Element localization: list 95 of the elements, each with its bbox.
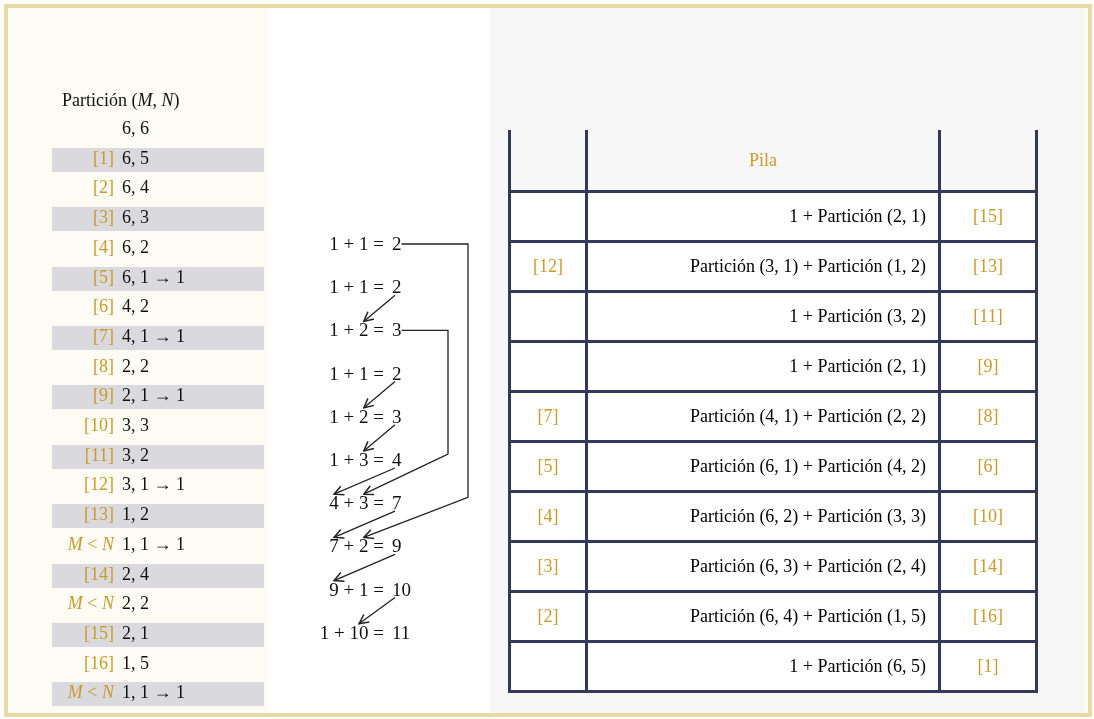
table-cell-text: 1, 5 <box>122 651 149 675</box>
row-marker: [2] <box>508 590 588 643</box>
row-marker: [10] <box>938 490 1038 543</box>
row-marker: [6] <box>93 295 114 319</box>
arrow <box>363 424 396 452</box>
equation-sum: 7 + 2 = <box>329 535 384 558</box>
row-marker: [4] <box>508 490 588 543</box>
table-cell: Partición (6, 4) + Partición (1, 5) <box>585 590 941 643</box>
equation-sum: 1 + 2 = <box>329 405 384 428</box>
row-marker: [3] <box>93 206 114 230</box>
table-cell: Partición (6, 2) + Partición (3, 3) <box>585 490 941 543</box>
row-marker: [13] <box>938 240 1038 293</box>
equation-result: 2 <box>392 233 402 255</box>
table-cell-text: 2, 4 <box>122 562 149 586</box>
arrow <box>358 596 396 625</box>
row-marker: [10] <box>84 414 114 437</box>
row-marker: [1] <box>93 146 114 170</box>
row-marker: [1] <box>938 640 1038 693</box>
row-marker: M < N <box>67 681 114 705</box>
table-cell: Partición (4, 1) + Partición (2, 2) <box>585 390 941 443</box>
equation-sum: 1 + 10 = <box>319 621 384 644</box>
table-cell-text: 4, 2 <box>122 295 149 319</box>
row-marker: [4] <box>93 235 114 259</box>
equation-result: 2 <box>392 276 402 299</box>
equation-sum: 1 + 1 = <box>329 233 384 255</box>
table-cell-text: 4, 1 → 1 <box>122 324 185 348</box>
row-marker: [5] <box>508 440 588 493</box>
equation-result: 10 <box>392 578 411 601</box>
table-cell-text: 1, 2 <box>122 503 149 527</box>
table-cell-text: 6, 2 <box>122 235 149 259</box>
row-marker: M < N <box>67 592 114 616</box>
arrow <box>363 380 396 409</box>
row-marker: [6] <box>938 440 1038 493</box>
table-cell: Partición (3, 1) + Partición (1, 2) <box>585 240 941 293</box>
row-marker: [2] <box>93 176 114 200</box>
equation-result: 11 <box>392 621 411 644</box>
row-marker: [14] <box>938 540 1038 593</box>
table-cell-text: 6, 3 <box>122 206 149 230</box>
table-cell: 1 + Partición (2, 1) <box>585 340 941 393</box>
table-cell-text: 3, 2 <box>122 443 149 467</box>
row-marker: [9] <box>938 340 1038 393</box>
table-cell: Partición (6, 3) + Partición (2, 4) <box>585 540 941 593</box>
row-marker: [7] <box>93 324 114 348</box>
arrow <box>333 510 396 539</box>
row-marker: [3] <box>508 540 588 593</box>
row-marker: [14] <box>84 562 114 586</box>
equation-sum: 1 + 1 = <box>329 276 384 299</box>
row-marker: [11] <box>938 290 1038 343</box>
table-cell-text: 1, 1 → 1 <box>122 681 185 705</box>
row-marker: [5] <box>93 265 114 289</box>
arrow <box>363 329 449 496</box>
row-marker: [7] <box>508 390 588 443</box>
arrow <box>363 294 396 323</box>
equation-sum: 9 + 1 = <box>329 578 384 601</box>
table-cell-text: 6, 1 → 1 <box>122 265 185 289</box>
table-cell-text: 3, 1 → 1 <box>122 473 185 497</box>
arrow <box>333 467 396 496</box>
table-cell: Partición (6, 1) + Partición (4, 2) <box>585 440 941 493</box>
row-marker: [9] <box>93 384 114 408</box>
table-cell-text: 2, 1 <box>122 621 149 645</box>
table-cell-text: 2, 2 <box>122 354 149 378</box>
row-marker: [8] <box>93 354 114 378</box>
row-marker: [12] <box>84 473 114 497</box>
table-cell-text: 2, 2 <box>122 592 149 616</box>
row-marker: [8] <box>938 390 1038 443</box>
row-marker: [15] <box>84 621 114 645</box>
row-marker: [12] <box>508 240 588 293</box>
table-cell-text: 3, 3 <box>122 414 149 437</box>
equation-result: 2 <box>392 362 402 385</box>
equation-sum: 1 + 2 = <box>329 319 384 342</box>
table-cell: 1 + Partición (2, 1) <box>585 190 941 243</box>
table-cell-text: 6, 4 <box>122 176 149 200</box>
table-cell-text: 6, 5 <box>122 146 149 170</box>
column-header: Partición (M, N) <box>62 89 180 112</box>
table-cell-text: 2, 1 → 1 <box>122 384 185 408</box>
equation-result: 7 <box>392 492 402 515</box>
row-marker: [16] <box>84 651 114 675</box>
row-marker: [15] <box>938 190 1038 243</box>
table-cell-text: 1, 1 → 1 <box>122 532 185 556</box>
table-cell: 1 + Partición (3, 2) <box>585 290 941 343</box>
equation-sum: 4 + 3 = <box>329 492 384 515</box>
equation-result: 9 <box>392 535 402 558</box>
row-marker: M < N <box>67 532 114 556</box>
table-cell: 1 + Partición (6, 5) <box>585 640 941 693</box>
equation-sum: 1 + 3 = <box>329 449 384 471</box>
arrow <box>333 553 396 582</box>
equation-result: 3 <box>392 319 402 342</box>
table-cell-text: 6, 6 <box>122 117 149 140</box>
equation-result: 4 <box>392 449 402 471</box>
row-marker: [13] <box>84 503 114 527</box>
row-marker: [16] <box>938 590 1038 643</box>
equation-sum: 1 + 1 = <box>329 362 384 385</box>
arrow <box>363 243 469 540</box>
row-marker: [11] <box>84 443 114 467</box>
equation-result: 3 <box>392 405 402 428</box>
